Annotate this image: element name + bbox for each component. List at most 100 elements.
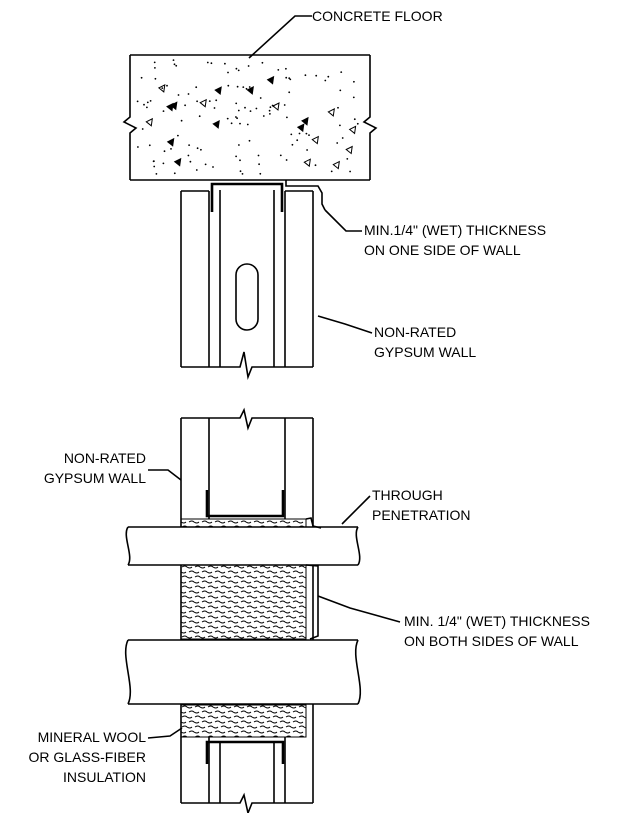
insulation-squiggle (246, 705, 258, 709)
aggregate-dot (305, 132, 308, 135)
insulation-squiggle (220, 625, 232, 629)
insulation-squiggle (298, 615, 306, 619)
insulation-squiggle (305, 730, 306, 734)
aggregate-dot (239, 170, 242, 173)
insulation-squiggle (272, 595, 284, 599)
aggregate-dot (162, 162, 165, 165)
insulation-squiggle (272, 705, 284, 709)
insulation-squiggle (266, 720, 278, 724)
aggregate-stone (266, 75, 275, 85)
insulation-squiggle (233, 565, 245, 569)
aggregate-stone (169, 101, 178, 111)
insulation-squiggle (220, 595, 232, 599)
insulation-squiggle (266, 600, 278, 604)
insulation-squiggle (259, 605, 271, 609)
aggregate-dot (244, 106, 246, 109)
insulation-squiggle (188, 710, 200, 714)
insulation-squiggle (285, 735, 297, 737)
insulation-squiggle (194, 715, 206, 719)
insulation-squiggle (220, 635, 232, 639)
aggregate-dot (248, 86, 251, 88)
aggregate-dot (285, 67, 287, 70)
insulation-squiggle (279, 580, 291, 584)
insulation-squiggle (220, 725, 232, 729)
insulation-squiggle (214, 580, 226, 584)
aggregate-dot (304, 74, 307, 77)
aggregate-dot (170, 148, 172, 150)
insulation-squiggle (246, 615, 258, 619)
aggregate-dot (177, 94, 180, 96)
insulation-squiggle (292, 570, 304, 574)
aggregate-dot (227, 71, 229, 74)
insulation-squiggle (181, 580, 187, 584)
label-non-rated-bottom-line1: NON-RATED (64, 450, 146, 466)
insulation-squiggle (246, 585, 258, 589)
aggregate-dot (314, 164, 317, 167)
insulation-squiggle (207, 635, 219, 639)
aggregate-dot (236, 85, 239, 88)
aggregate-stone (246, 86, 254, 95)
aggregate-stone (272, 102, 280, 111)
insulation-squiggle (207, 585, 219, 589)
insulation-squiggle (220, 605, 232, 609)
insulation-squiggle (181, 625, 193, 629)
aggregate-dot (195, 169, 198, 171)
aggregate-dot (235, 67, 238, 70)
insulation-squiggle (259, 565, 271, 569)
insulation-squiggle (272, 715, 284, 719)
aggregate-dot (308, 134, 310, 137)
insulation-squiggle (279, 720, 291, 724)
insulation-squiggle (220, 615, 232, 619)
insulation-squiggle (259, 635, 271, 639)
insulation-squiggle (253, 630, 265, 634)
insulation-squiggle (305, 630, 306, 634)
insulation-squiggle (201, 710, 213, 714)
aggregate-dot (148, 144, 151, 147)
insulation-squiggle (298, 565, 306, 569)
insulation-squiggle (181, 725, 193, 729)
insulation-squiggle (266, 610, 278, 614)
aggregate-dot (230, 122, 233, 125)
aggregate-stone (327, 108, 335, 117)
insulation-squiggle (240, 620, 252, 624)
label-min-one-side-line2: ON ONE SIDE OF WALL (364, 242, 521, 258)
insulation-squiggle (227, 730, 239, 734)
insulation-squiggle (181, 615, 193, 619)
aggregate-dot (224, 62, 226, 65)
aggregate-dot (189, 160, 192, 163)
aggregate-dot (289, 78, 292, 81)
label-non-rated-top-line1: NON-RATED (374, 324, 456, 340)
aggregate-dot (330, 170, 333, 173)
aggregate-stone (303, 158, 311, 168)
insulation-squiggle (240, 630, 252, 634)
aggregate-dot (255, 107, 258, 110)
aggregate-dot (262, 115, 265, 117)
insulation-squiggle (181, 585, 193, 589)
aggregate-dot (277, 69, 280, 71)
small-pipe (123, 526, 363, 566)
aggregate-dot (296, 139, 299, 142)
label-mineral-wool-line1: MINERAL WOOL (38, 729, 147, 745)
insulation-squiggle (253, 570, 265, 574)
aggregate-dot (290, 133, 293, 136)
aggregate-dot (249, 110, 252, 112)
insulation-squiggle (194, 565, 206, 569)
aggregate-dot (162, 110, 165, 112)
insulation-squiggle (188, 630, 200, 634)
insulation-squiggle (240, 600, 252, 604)
insulation-squiggle (201, 720, 213, 724)
label-mineral-wool-line2: OR GLASS-FIBER (29, 749, 146, 765)
insulation-squiggle (227, 720, 239, 724)
insulation-squiggle (194, 705, 206, 709)
insulation-squiggle (298, 625, 306, 629)
insulation-squiggle (285, 595, 297, 599)
aggregate-dot (196, 100, 199, 103)
insulation-squiggle (227, 620, 239, 624)
insulation-squiggle (246, 715, 258, 719)
insulation-squiggle (285, 705, 297, 709)
aggregate-dot (184, 104, 187, 107)
insulation-squiggle (266, 620, 278, 624)
insulation-squiggle (279, 610, 291, 614)
aggregate-stone (157, 84, 166, 93)
